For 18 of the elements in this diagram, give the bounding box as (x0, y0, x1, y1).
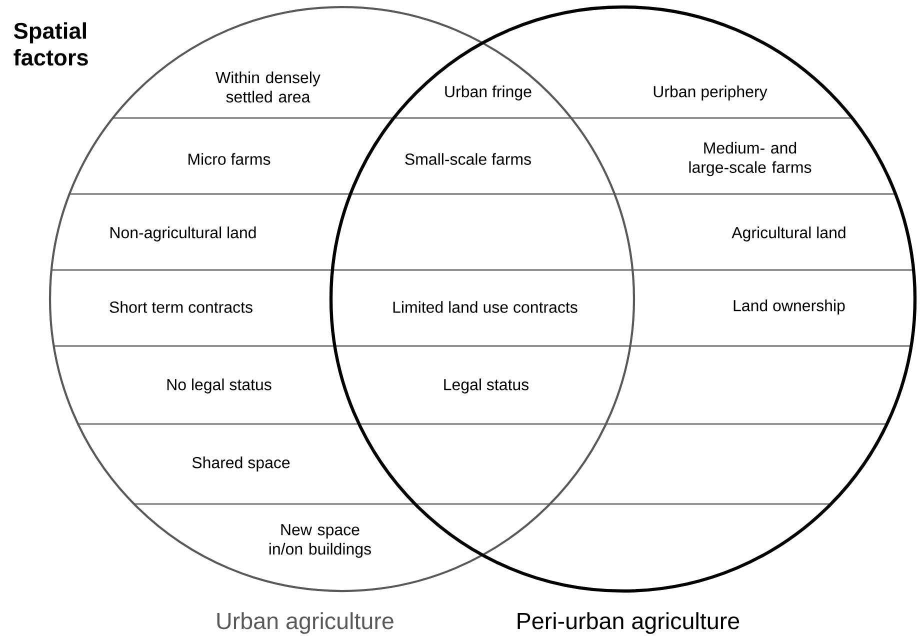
cell-text: New space in/on buildings (269, 524, 371, 558)
cell-text: Limited land use contracts (393, 301, 578, 313)
cell-text: Short term contracts (110, 301, 252, 313)
cell-text: Urban periphery (654, 86, 768, 100)
cell-text: No legal status (167, 378, 272, 394)
cell-text: Legal status (444, 378, 529, 394)
cell-text: Within densely settled area (216, 71, 320, 103)
cell-text: Urban fringe (445, 86, 532, 100)
cell-text: Non-agricultural land (110, 226, 256, 242)
cell-text: Medium- and large-scale farms (689, 142, 812, 176)
cell-text: Small-scale farms (405, 153, 531, 165)
cell-text: Shared space (192, 456, 290, 472)
title: Spatial factors (14, 22, 88, 66)
cell-text: Land ownership (734, 300, 845, 314)
cell-text: Agricultural land (732, 226, 846, 242)
node-label: Urban agriculture (217, 612, 394, 634)
node-label: Peri-urban agriculture (518, 612, 740, 634)
cell-text: Micro farms (188, 153, 270, 165)
